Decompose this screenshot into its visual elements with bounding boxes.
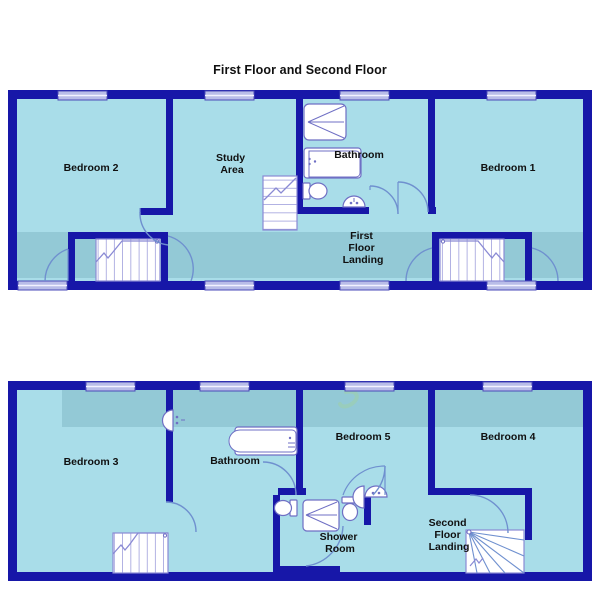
room-label-bedroom-5: Bedroom 5 [336, 431, 391, 443]
bath-tub [228, 426, 298, 456]
room-label-bedroom-2: Bedroom 2 [64, 162, 119, 174]
shower-tray [302, 499, 340, 532]
second-floor-doors [165, 461, 509, 567]
staircase [112, 532, 169, 574]
shower-tray [303, 103, 347, 141]
door-swing [305, 525, 344, 567]
door-swing [165, 501, 197, 533]
door-swing [397, 181, 429, 214]
window [199, 381, 250, 392]
toilet [273, 499, 298, 517]
page-title: First Floor and Second Floor [213, 63, 387, 77]
room-label-second-floor-landing: Second Floor Landing [429, 517, 470, 553]
door-swing [469, 494, 509, 534]
door-swing [167, 235, 194, 282]
second-floor-windows [85, 381, 533, 392]
first-floor-doors [44, 181, 559, 282]
first-floor-internal-walls [68, 96, 532, 281]
first-floor-outer-walls [8, 90, 592, 290]
second-floor-internal-walls [166, 387, 532, 573]
second-floor-labels: Bedroom 3 Bathroom Bedroom 5 Bedroom 4 S… [64, 431, 536, 555]
window [339, 280, 390, 291]
door-swing [531, 247, 559, 282]
first-floor-labels: Bedroom 2 Study Area Bathroom Bedroom 1 … [64, 149, 536, 266]
window [85, 381, 136, 392]
sink-basin [352, 485, 388, 509]
first-floor-plan: Bedroom 2 Study Area Bathroom Bedroom 1 … [8, 90, 592, 291]
room-label-study-area: Study Area [216, 152, 248, 176]
door-swing [405, 247, 433, 282]
room-label-bedroom-4: Bedroom 4 [481, 431, 536, 443]
first-floor-windows [17, 90, 537, 291]
room-label-bedroom-3: Bedroom 3 [64, 456, 119, 468]
door-swing [139, 208, 169, 246]
sink-basin [161, 409, 185, 432]
watermark-mark [338, 389, 359, 409]
window [344, 381, 395, 392]
second-floor-plan: Bedroom 3 Bathroom Bedroom 5 Bedroom 4 S… [8, 381, 592, 581]
room-label-bathroom-first: Bathroom [334, 149, 384, 161]
second-floor-upper-shade [62, 387, 586, 427]
first-floor-bathroom-fixtures [302, 103, 366, 208]
sink-basin [342, 195, 366, 208]
second-floor-bathroom-fixtures [161, 409, 298, 517]
staircase [95, 238, 161, 282]
window [57, 90, 108, 101]
winder-staircase [465, 529, 525, 574]
window [204, 280, 255, 291]
door-swing [262, 461, 297, 496]
window [204, 90, 255, 101]
window [482, 381, 533, 392]
room-label-bathroom-second: Bathroom [210, 455, 260, 467]
toilet [302, 182, 328, 200]
second-floor-outer-walls [8, 381, 592, 581]
window [339, 90, 390, 101]
shower-room-fixtures [302, 485, 388, 532]
room-label-shower-room: Shower Room [320, 531, 361, 555]
window [17, 280, 68, 291]
staircase [439, 238, 505, 282]
window [486, 90, 537, 101]
door-swing [44, 248, 69, 282]
bath-tub [303, 147, 362, 179]
room-label-bedroom-1: Bedroom 1 [481, 162, 536, 174]
window [486, 280, 537, 291]
room-label-first-floor-landing: First Floor Landing [343, 230, 384, 266]
staircase [262, 175, 298, 231]
door-swing [342, 465, 386, 496]
